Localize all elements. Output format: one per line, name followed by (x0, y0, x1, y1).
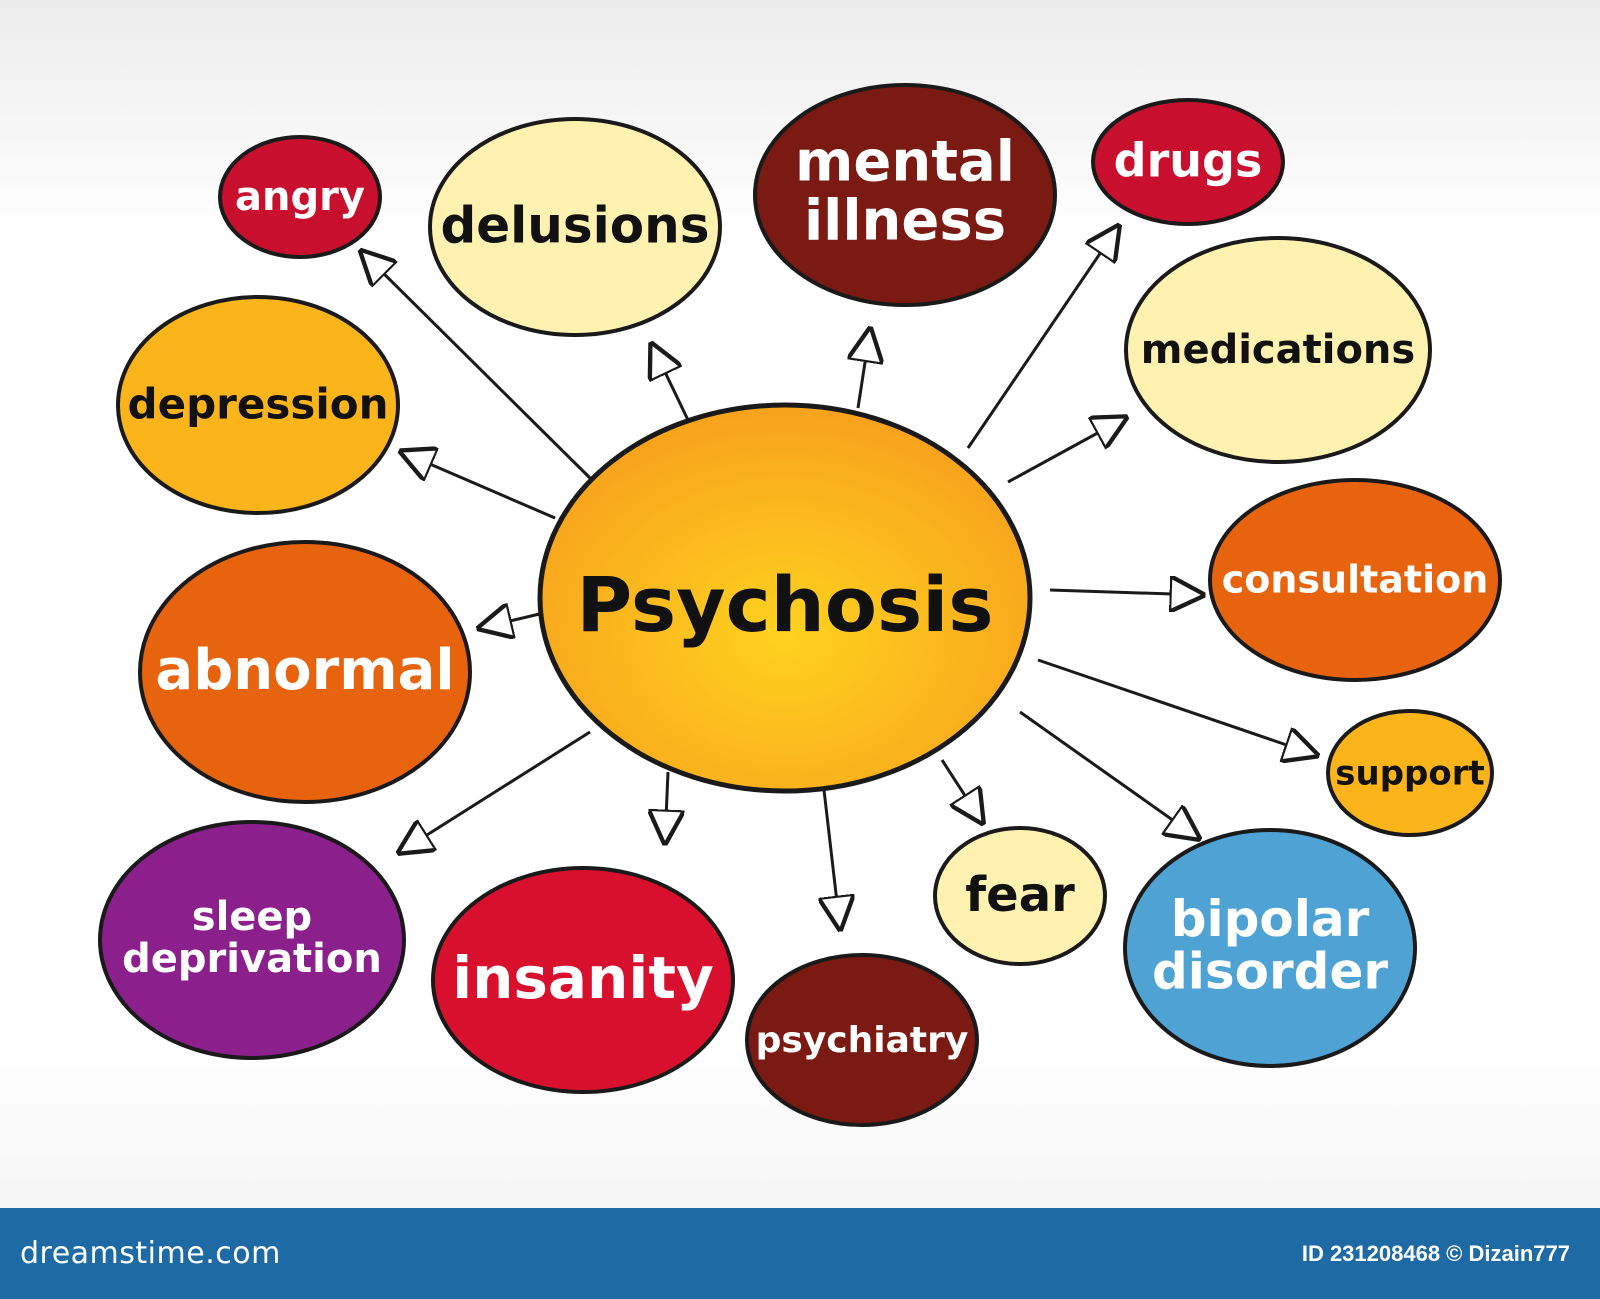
node-label: fear (965, 867, 1075, 923)
node-bubble (1123, 828, 1417, 1068)
arrow-to-delusions (652, 345, 690, 421)
node-bubble (428, 117, 722, 337)
node-label: abnormal (155, 638, 454, 703)
node-bubble (1091, 98, 1285, 226)
footer-bar: dreamstime.com ID 231208468 © Dizain777 (0, 1208, 1600, 1299)
arrow-to-insanity (665, 771, 668, 842)
center-label: Psychosis (576, 560, 993, 649)
center-node-psychosis: Psychosis (537, 402, 1033, 794)
node-bubble (98, 820, 406, 1060)
arrow-to-fear (940, 759, 982, 822)
node-label-line: disorder (1152, 942, 1388, 1000)
node-label: insanity (452, 944, 714, 1012)
arrow-to-consultation (1049, 590, 1202, 595)
node-label-line: sleep (192, 894, 312, 940)
node-label-line: bipolar (1171, 889, 1370, 947)
footer-site-name: dreamstime.com (20, 1236, 281, 1271)
node-bubble (933, 826, 1107, 966)
node-abnormal: abnormal (138, 540, 472, 804)
node-bubble (753, 83, 1057, 307)
node-insanity: insanity (431, 866, 735, 1094)
node-label: psychiatry (756, 1020, 969, 1061)
node-fear: fear (933, 826, 1107, 966)
node-bubble (745, 953, 979, 1127)
node-bubble (1124, 236, 1432, 464)
node-label-line: illness (804, 189, 1006, 254)
node-label: drugs (1114, 134, 1263, 188)
node-psychiatry: psychiatry (745, 953, 979, 1127)
node-label: depression (128, 380, 389, 429)
node-label-line: mental (795, 130, 1015, 195)
arrow-to-sleep-deprivation (400, 730, 591, 852)
connector-arrows (362, 227, 1316, 928)
node-delusions: delusions (428, 117, 722, 337)
node-label: delusions (440, 197, 709, 255)
node-consultation: consultation (1208, 478, 1502, 682)
node-bubble (138, 540, 472, 804)
arrow-to-medications (1007, 418, 1125, 484)
node-depression: depression (116, 295, 400, 515)
node-drugs: drugs (1091, 98, 1285, 226)
arrow-to-bipolar-disorder (1019, 710, 1198, 838)
arrow-to-depression (402, 452, 556, 520)
node-bubble (1326, 709, 1494, 837)
node-label: consultation (1222, 558, 1489, 602)
node-bubble (218, 135, 382, 259)
node-angry: angry (218, 135, 382, 259)
arrow-to-support (1037, 658, 1316, 755)
arrow-to-psychiatry (824, 789, 840, 928)
arrow-to-mental-illness (858, 330, 870, 409)
node-label: support (1335, 754, 1485, 794)
node-bubble (431, 866, 735, 1094)
arrow-to-abnormal (480, 612, 549, 628)
node-support: support (1326, 709, 1494, 837)
node-label: angry (235, 174, 365, 220)
node-label-line: deprivation (122, 936, 382, 982)
arrow-to-drugs (966, 227, 1118, 449)
footer-image-credit: ID 231208468 © Dizain777 (1301, 1240, 1570, 1266)
node-medications: medications (1124, 236, 1432, 464)
arrow-to-angry (362, 252, 592, 480)
node-bubble (1208, 478, 1502, 682)
node-bubble (116, 295, 400, 515)
node-label: medications (1141, 327, 1415, 373)
